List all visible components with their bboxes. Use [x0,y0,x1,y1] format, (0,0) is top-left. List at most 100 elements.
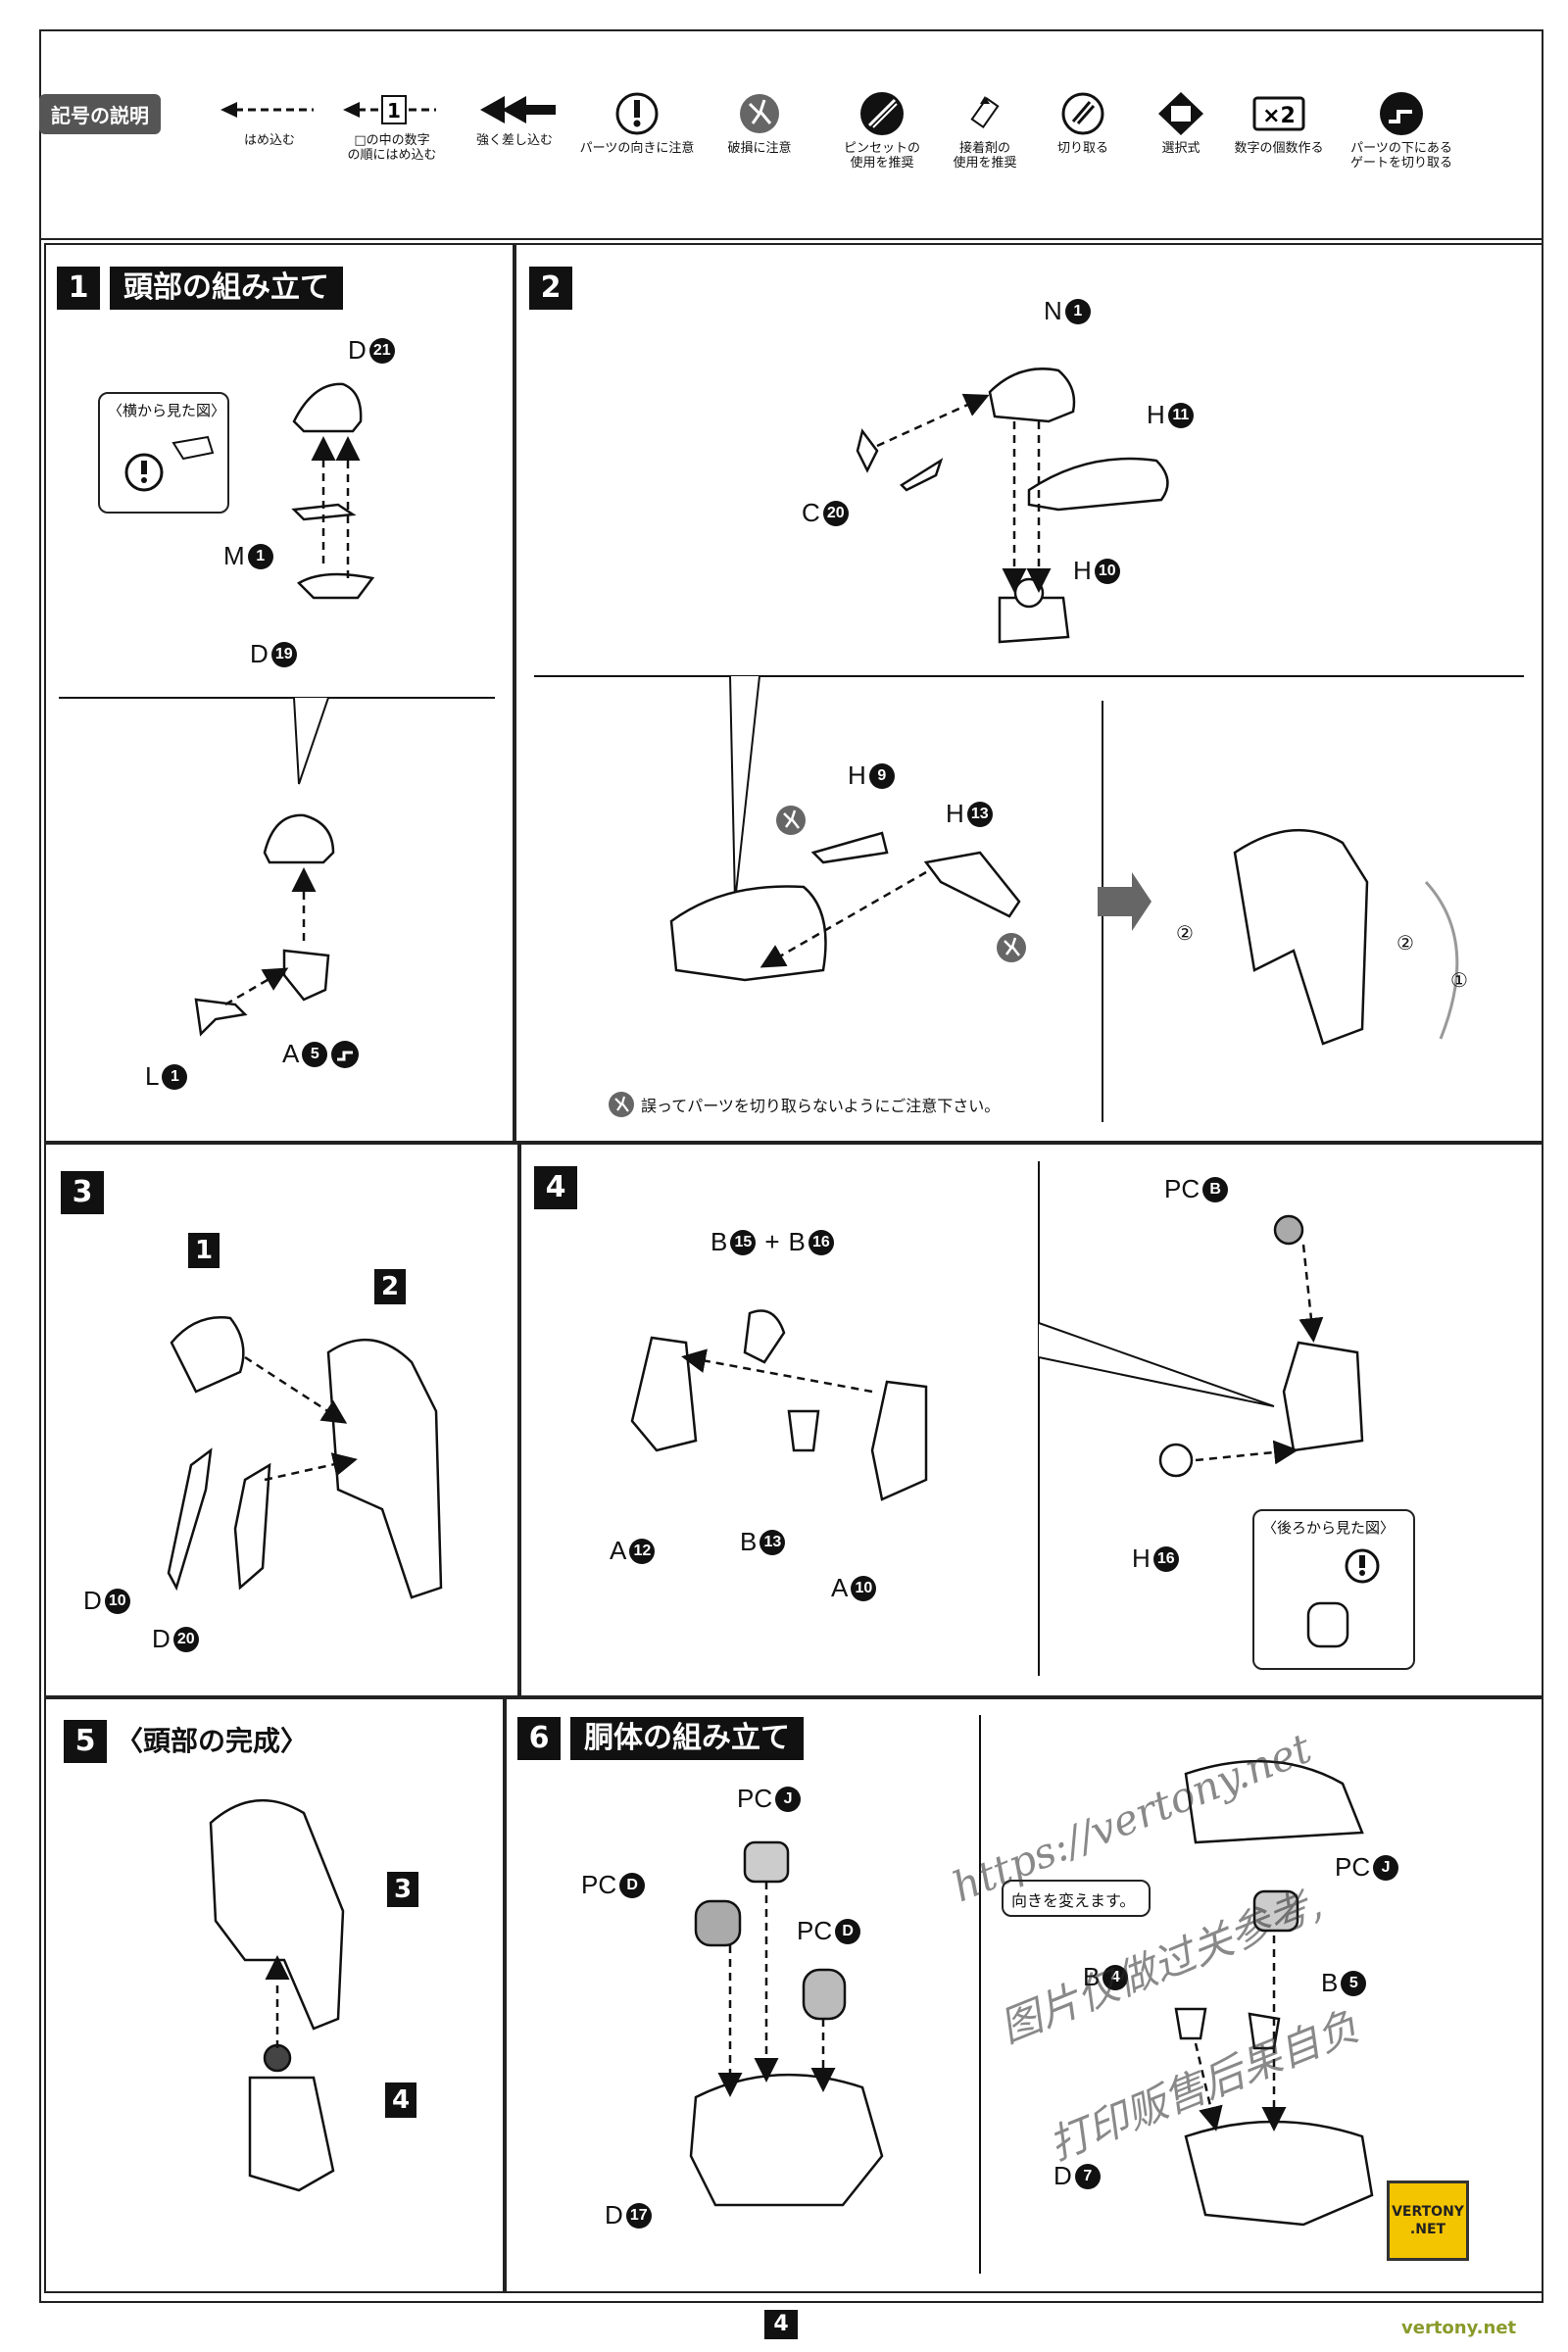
part-face [282,949,330,1002]
part-pcj [743,1840,790,1884]
arrow [681,1348,873,1394]
breakage-icon [609,1092,634,1117]
part-head-neck [1282,1341,1364,1452]
ref-step-badge: 2 [374,1269,406,1304]
exclamation-icon [615,92,659,135]
glue-icon [970,96,1000,129]
legend-symbol-multiply: ×2 数字の個数作る [1220,90,1338,156]
legend-label: ピンセットの 使用を推奨 [843,141,920,171]
legend-label: はめ込む [243,133,295,148]
legend-symbol-breakage: 破損に注意 [701,90,818,156]
rotation-label: ② [1396,931,1414,955]
badge-line1: VERTONY [1392,2204,1464,2220]
gate-icon [331,1040,360,1068]
part-b13 [787,1409,820,1452]
legend-title: 記号の説明 [39,94,161,134]
orientation-callout: 向きを変えます。 [1002,1880,1151,1917]
legend-badge: ×2 [1262,104,1296,128]
part-h13 [923,851,1021,918]
part-d20 [233,1462,271,1591]
legend-panel [39,29,1544,240]
cut-icon [1061,92,1104,135]
breakage-icon [740,94,779,133]
legend-label: 数字の個数作る [1234,141,1324,156]
part-a10 [870,1380,928,1501]
ref-step-badge: 3 [387,1872,418,1907]
exclamation-icon [1306,1548,1380,1648]
double-arrow-icon [480,96,556,123]
arrow [760,870,927,968]
side-view-callout: 〈横から見た図〉 [98,392,229,514]
multiply-icon: ×2 [1252,96,1305,131]
breakage-icon [997,933,1026,962]
step4-pointer [1038,1322,1275,1407]
part-ref2 [326,1338,443,1599]
arrow [224,967,289,1006]
legend-symbol-insert: はめ込む [211,90,328,148]
part-head-shell [263,813,335,864]
arrow [1195,1440,1298,1465]
arrow-insert-icon [220,102,314,118]
part-h11 [1027,457,1169,512]
step1-pointer [293,697,329,785]
legend-symbol-gate: パーツの下にある ゲートを切り取る [1338,90,1465,171]
arrow [244,1355,348,1424]
legend-label: □の中の数字 の順にはめ込む [347,133,437,163]
numbered-insert-icon: 1 [343,95,436,124]
legend-label: パーツの向きに注意 [579,141,695,156]
part-pcd-right [802,1968,847,2021]
legend-label: 破損に注意 [727,141,792,156]
step2-pointer [729,675,760,903]
breakage-icon [776,806,806,835]
legend-label: 選択式 [1161,141,1200,156]
arrow [1298,1244,1324,1343]
part-helmet-cap [292,382,363,433]
ref-step-badge: 4 [385,2082,416,2118]
legend-label: 接着剤の 使用を推奨 [953,141,1017,171]
step5-number: 5 [64,1720,107,1763]
legend-symbol-choice: 選択式 [1122,90,1240,156]
part-h10-ball [1013,577,1045,609]
footer-url: vertony.net [1401,2318,1517,2338]
callout-text: 〈後ろから見た図〉 [1262,1519,1396,1537]
step5-panel [44,1697,505,2293]
rotation-label: ② [1176,921,1194,945]
part-b15-b16 [743,1309,786,1364]
step2-number: 2 [529,267,572,310]
step1-number: 1 [57,267,100,310]
exclamation-icon [124,435,215,492]
legend-symbol-tweezers: ピンセットの 使用を推奨 [823,90,941,171]
legend-symbol-cut: 切り取る [1024,90,1142,156]
part-pcd-left [694,1899,742,1947]
rotate-arrow [1424,880,1459,1040]
step6-number: 6 [517,1717,561,1760]
part-ref4 [248,2076,335,2192]
legend-symbol-glue: 接着剤の 使用を推奨 [926,90,1044,171]
page-number: 4 [764,2310,798,2339]
part-pcb [1273,1214,1304,1246]
choice-icon [1158,92,1203,135]
ref-step-badge: 1 [188,1233,220,1268]
legend-label: 切り取る [1056,141,1108,156]
part-l1 [194,998,248,1037]
rear-view-callout: 〈後ろから見た図〉 [1252,1509,1415,1670]
